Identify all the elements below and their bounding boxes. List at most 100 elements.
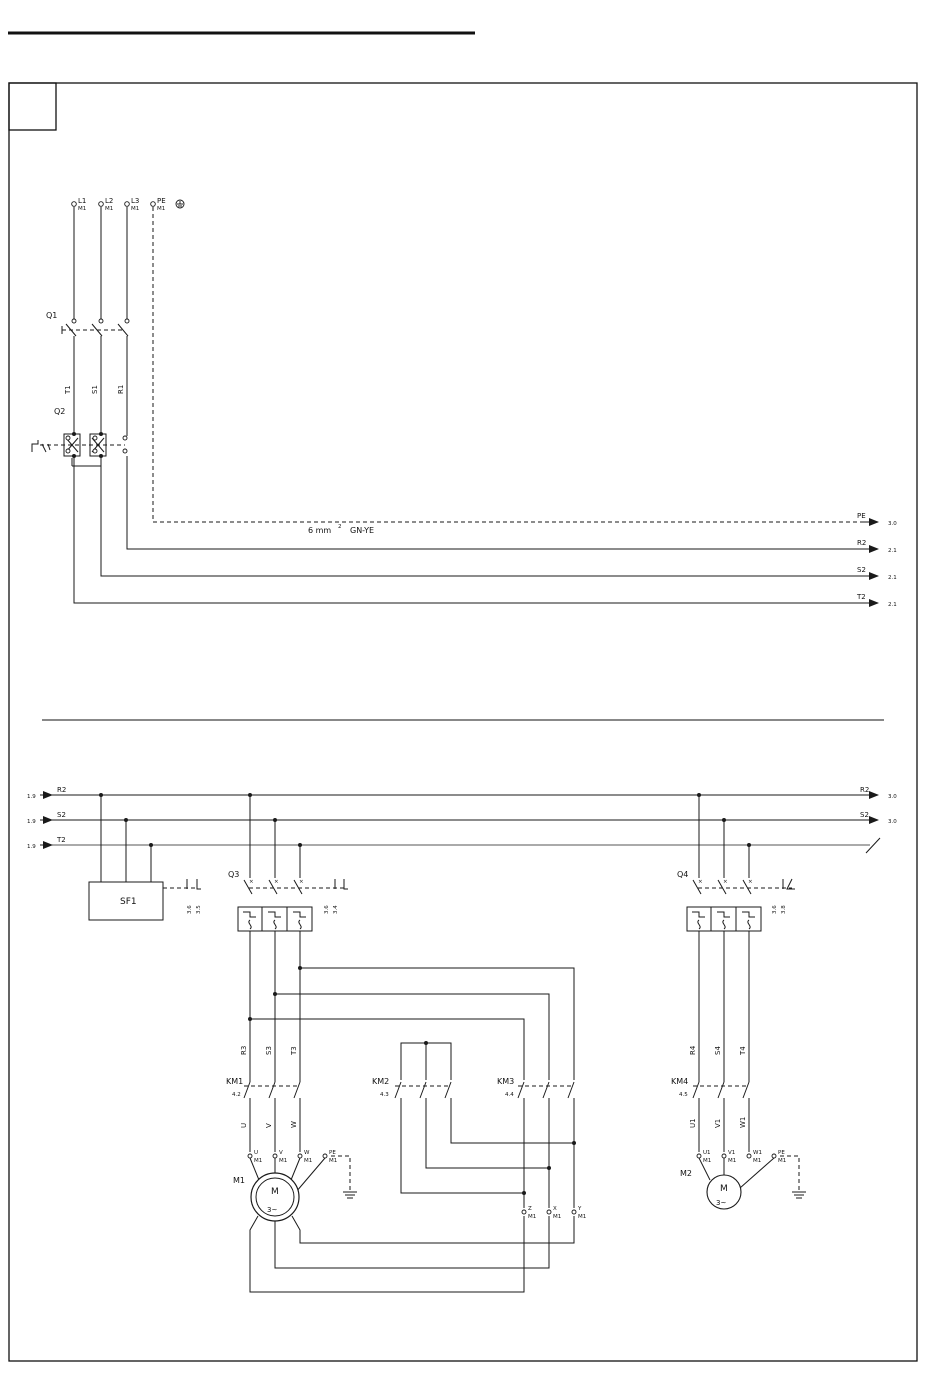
terminal-l3-label: L3 <box>131 197 139 205</box>
switch-q1: Q1 <box>46 311 129 337</box>
m2-term-v1-sub: M1 <box>728 1158 736 1164</box>
m2-term-u1-sub: M1 <box>703 1158 711 1164</box>
pe-line: PE 3.0 6 mm 2 GN-YE <box>152 207 897 535</box>
contactor-km3: KM3 4.4 Z M1 X M1 Y M1 <box>497 1077 586 1220</box>
sf1-label: SF1 <box>120 897 137 907</box>
km1-ref: 4.2 <box>232 1092 241 1098</box>
terminal-l2-sub: M1 <box>105 206 113 212</box>
pe-line-ref: 3.0 <box>888 521 897 527</box>
km2-ref: 4.3 <box>380 1092 389 1098</box>
m1-term-pe: PE <box>329 1150 336 1156</box>
q1-label: Q1 <box>46 311 57 320</box>
motor-m1: U M1 V M1 W M1 PE M1 M1 M 3~ <box>233 1150 575 1293</box>
terminal-l1: L1 M1 <box>71 197 86 212</box>
breaker-q3: Q3 × × × 3.6 3.4 R3 S3 T3 <box>228 793 348 1082</box>
q3-out-t3: T3 <box>290 1046 298 1056</box>
q3-out-s3: S3 <box>265 1046 273 1055</box>
drawing-frame <box>8 82 918 1362</box>
terminal-l3-sub: M1 <box>131 206 139 212</box>
pe-line-label: PE <box>857 512 866 520</box>
pe-cable-sup: 2 <box>338 524 342 530</box>
q1-to-q2-wires: T1 S1 R1 <box>64 336 128 436</box>
outgoing-r2-ref: 2.1 <box>888 548 897 554</box>
contactor-km1: KM1 4.2 U V W <box>226 1077 301 1152</box>
m2-term-v1: V1 <box>728 1150 735 1156</box>
bus-s2-label-out: S2 <box>860 811 869 819</box>
bus-line-r2: 1.9 R2 R2 3.0 <box>27 786 897 800</box>
m1-phase-u: U <box>240 1123 248 1128</box>
bus-line-s2: 1.9 S2 S2 3.0 <box>27 811 897 825</box>
svg-text:×: × <box>723 879 728 885</box>
q4-label: Q4 <box>677 870 688 879</box>
km4-label: KM4 <box>671 1077 688 1086</box>
m1-term-z: Z <box>528 1206 532 1212</box>
bus-line-t2: 1.9 T2 <box>27 836 881 854</box>
q4-out-t4: T4 <box>739 1046 747 1056</box>
m1-phase-w: W <box>290 1121 298 1128</box>
m1-term-y-sub: M1 <box>578 1214 586 1220</box>
terminal-pe-top: PE M1 <box>150 197 166 212</box>
bus-r2-label-out: R2 <box>860 786 869 794</box>
q4-out-s4: S4 <box>714 1046 722 1055</box>
outgoing-line-t2: T2 2.1 <box>73 458 897 608</box>
sf1-contact-1: 3.6 <box>187 905 193 914</box>
q4-contact-1: 3.6 <box>772 905 778 914</box>
earth-symbol-icon <box>175 199 185 209</box>
terminal-l3: L3 M1 <box>124 197 139 212</box>
motor-m2: U1 M1 V1 M1 W1 M1 PE M1 M2 M 3~ <box>680 1150 806 1210</box>
bus-r2-ref-in: 1.9 <box>27 794 36 800</box>
outgoing-line-r2: R2 2.1 <box>126 456 897 554</box>
terminal-l2-label: L2 <box>105 197 113 205</box>
km4-ref: 4.5 <box>679 1092 688 1098</box>
m2-term-u1: U1 <box>703 1150 711 1156</box>
q3-out-r3: R3 <box>240 1046 248 1055</box>
outgoing-r2-label: R2 <box>857 539 866 547</box>
m2-symbol: M <box>720 1184 728 1194</box>
contactor-km4: KM4 4.5 U1 V1 W1 <box>671 1077 750 1152</box>
bus-s2-ref-in: 1.9 <box>27 819 36 825</box>
m1-term-w-sub: M1 <box>304 1158 312 1164</box>
q3-contact-2: 3.4 <box>333 905 339 914</box>
svg-text:×: × <box>274 879 279 885</box>
outgoing-t2-ref: 2.1 <box>888 602 897 608</box>
svg-text:×: × <box>249 879 254 885</box>
m1-term-u-sub: M1 <box>254 1158 262 1164</box>
m1-phase: 3~ <box>267 1206 277 1214</box>
m2-term-w1-sub: M1 <box>753 1158 761 1164</box>
m2-phase-w1: W1 <box>739 1117 747 1128</box>
core-label-s1: S1 <box>91 385 99 394</box>
q3-label: Q3 <box>228 870 239 879</box>
m1-term-z-sub: M1 <box>528 1214 536 1220</box>
m1-term-v-sub: M1 <box>279 1158 287 1164</box>
km3-ref: 4.4 <box>505 1092 514 1098</box>
sf1-contact-2: 3.5 <box>196 905 202 914</box>
m1-term-x: X <box>553 1206 557 1212</box>
breaker-q4: Q4 × × × 3.6 3.8 R4 S4 T4 <box>677 793 795 1082</box>
core-label-t1: T1 <box>64 385 72 395</box>
bus-r2-label-in: R2 <box>57 786 66 794</box>
km3-feed-wires <box>248 966 575 1080</box>
terminal-l2: L2 M1 <box>98 197 113 212</box>
m2-phase: 3~ <box>716 1199 726 1207</box>
incoming-wires <box>71 207 130 324</box>
q2-label: Q2 <box>54 407 65 416</box>
bus-r2-ref-out: 3.0 <box>888 794 897 800</box>
outgoing-s2-ref: 2.1 <box>888 575 897 581</box>
km1-label: KM1 <box>226 1077 243 1086</box>
bus-t2-label-in: T2 <box>56 836 66 844</box>
core-label-r1: R1 <box>117 385 125 394</box>
m2-term-w1: W1 <box>753 1150 762 1156</box>
m1-term-x-sub: M1 <box>553 1214 561 1220</box>
outgoing-s2-label: S2 <box>857 566 866 574</box>
m1-label: M1 <box>233 1176 245 1185</box>
outgoing-t2-label: T2 <box>856 593 866 601</box>
bus-s2-ref-out: 3.0 <box>888 819 897 825</box>
m2-phase-v1: V1 <box>714 1119 722 1128</box>
m1-symbol: M <box>271 1187 279 1197</box>
m2-label: M2 <box>680 1169 692 1178</box>
q4-out-r4: R4 <box>689 1045 697 1055</box>
pe-cable-size: 6 mm <box>308 526 331 535</box>
svg-text:×: × <box>698 879 703 885</box>
m1-phase-v: V <box>265 1123 273 1128</box>
